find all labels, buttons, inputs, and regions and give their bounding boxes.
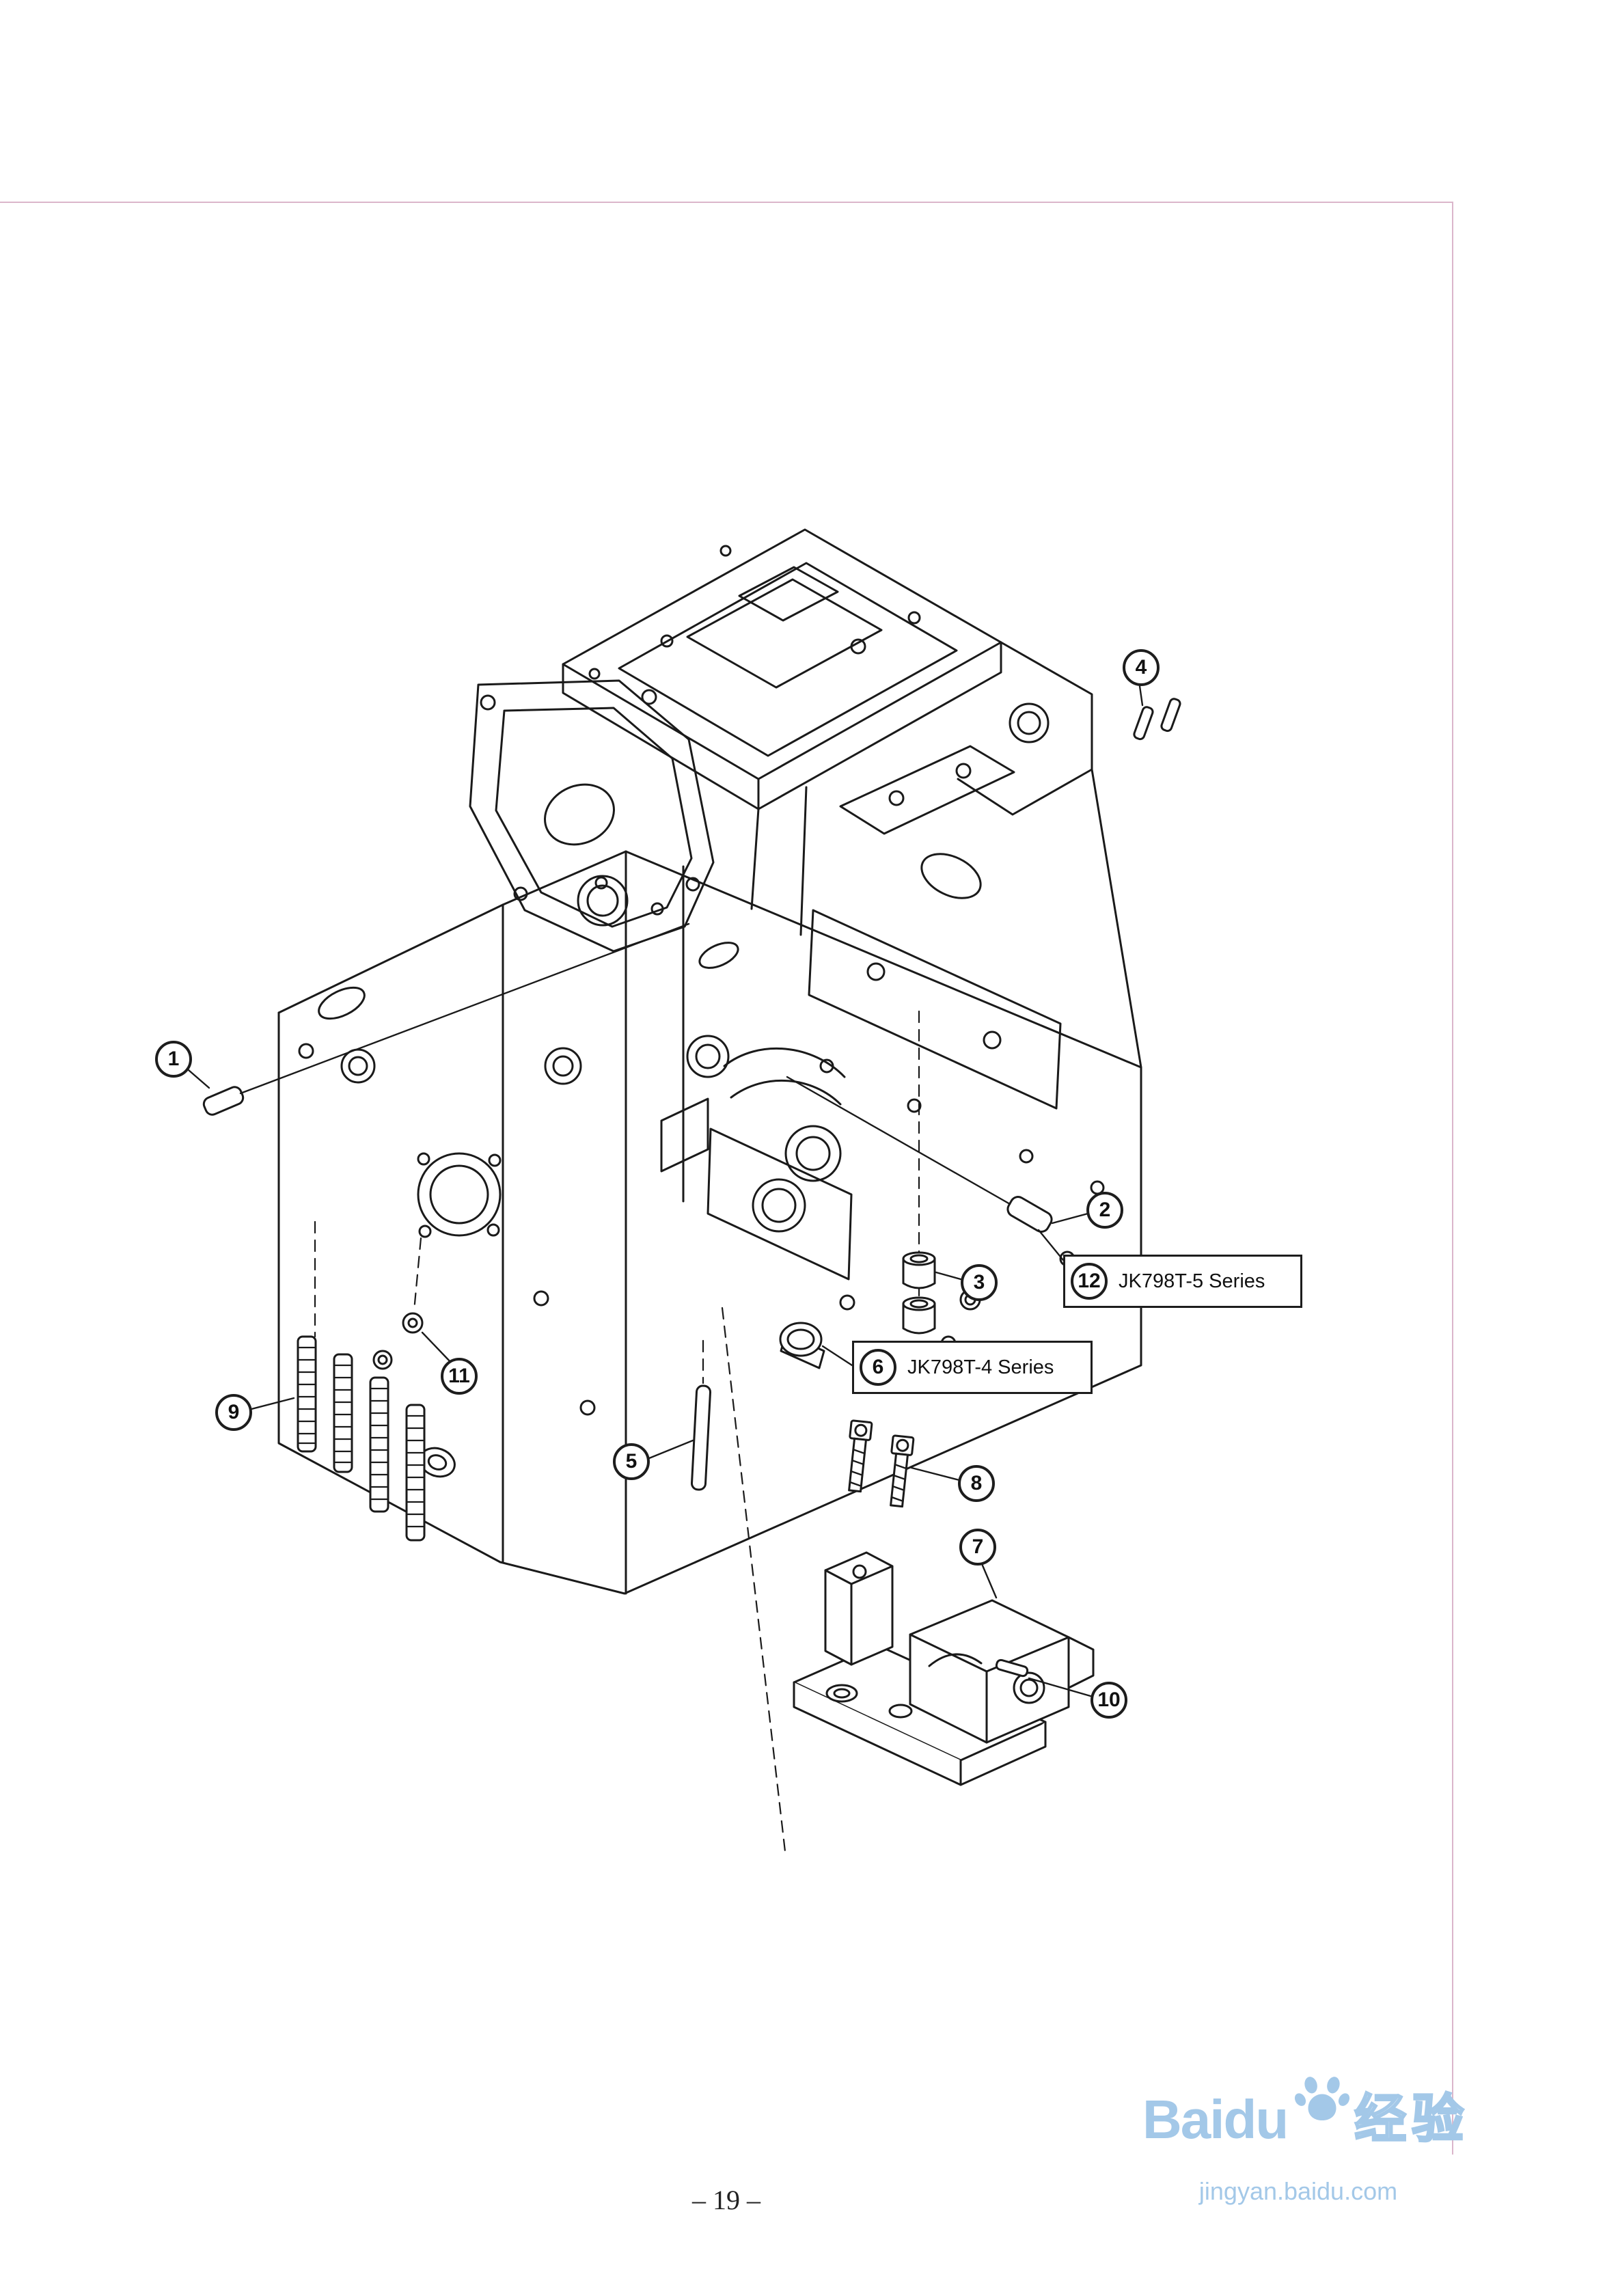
- callout-balloon-11: 11: [441, 1358, 478, 1395]
- callout-number: 6: [872, 1356, 884, 1378]
- callout-balloon-5: 5: [613, 1443, 650, 1480]
- callout-number: 10: [1097, 1689, 1121, 1711]
- support-bracket: [469, 679, 715, 953]
- callout-number: 12: [1078, 1270, 1101, 1292]
- callout-balloon-3: 3: [961, 1264, 998, 1301]
- series-label-box-jk798t4: 6 JK798T-4 Series: [852, 1341, 1093, 1394]
- part-2-pin: [1006, 1196, 1053, 1233]
- series-label-text-jk798t5: JK798T-5 Series: [1119, 1270, 1265, 1292]
- part-8-screws: [848, 1419, 915, 1508]
- machine-body: [277, 528, 1142, 1595]
- watermark-url: jingyan.baidu.com: [1198, 2177, 1398, 2205]
- part-5-pin: [690, 1384, 712, 1491]
- callout-number: 9: [228, 1401, 240, 1423]
- part-1-pin: [202, 1086, 245, 1116]
- callout-number: 5: [625, 1450, 637, 1473]
- callout-balloon-10: 10: [1091, 1682, 1127, 1719]
- callout-balloon-9: 9: [215, 1394, 252, 1431]
- series-label-text-jk798t4: JK798T-4 Series: [907, 1356, 1054, 1378]
- callout-balloon-12: 12: [1071, 1263, 1108, 1300]
- callout-number: 4: [1135, 656, 1147, 679]
- callout-number: 1: [167, 1048, 180, 1070]
- part-4-pins: [1133, 698, 1181, 741]
- baidu-paw-icon: [1295, 2077, 1350, 2120]
- page-border-top: [0, 202, 1453, 203]
- page-border-right: [1452, 202, 1453, 2155]
- watermark: Baidu 经验: [1142, 2070, 1470, 2150]
- part-7-block-assembly: [793, 1551, 1095, 1786]
- construction-dashed-lines: [314, 1010, 920, 1859]
- part-11-ring: [402, 1312, 424, 1334]
- part-9-studs: [297, 1335, 426, 1542]
- part-10-pin: [995, 1658, 1029, 1678]
- callout-balloon-1: 1: [155, 1041, 192, 1078]
- callout-number: 8: [970, 1472, 983, 1494]
- callout-number: 7: [972, 1535, 984, 1558]
- callout-number: 2: [1099, 1199, 1111, 1221]
- callout-balloon-6: 6: [860, 1349, 896, 1386]
- callout-balloon-2: 2: [1086, 1192, 1123, 1229]
- callout-balloon-4: 4: [1123, 649, 1160, 686]
- part-3-bushings: [902, 1251, 936, 1335]
- watermark-brand: Baidu: [1142, 2089, 1289, 2150]
- callout-number: 11: [448, 1365, 470, 1387]
- callout-number: 3: [973, 1271, 985, 1294]
- part-6-plug: [779, 1322, 823, 1357]
- watermark-brand-cn: 经验: [1354, 2090, 1470, 2149]
- page-number: – 19 –: [692, 2185, 760, 2215]
- series-label-box-jk798t5: 12 JK798T-5 Series: [1063, 1255, 1302, 1308]
- leader-lines: [187, 685, 1144, 1697]
- callout-balloon-7: 7: [959, 1529, 996, 1566]
- callout-balloon-8: 8: [958, 1465, 995, 1502]
